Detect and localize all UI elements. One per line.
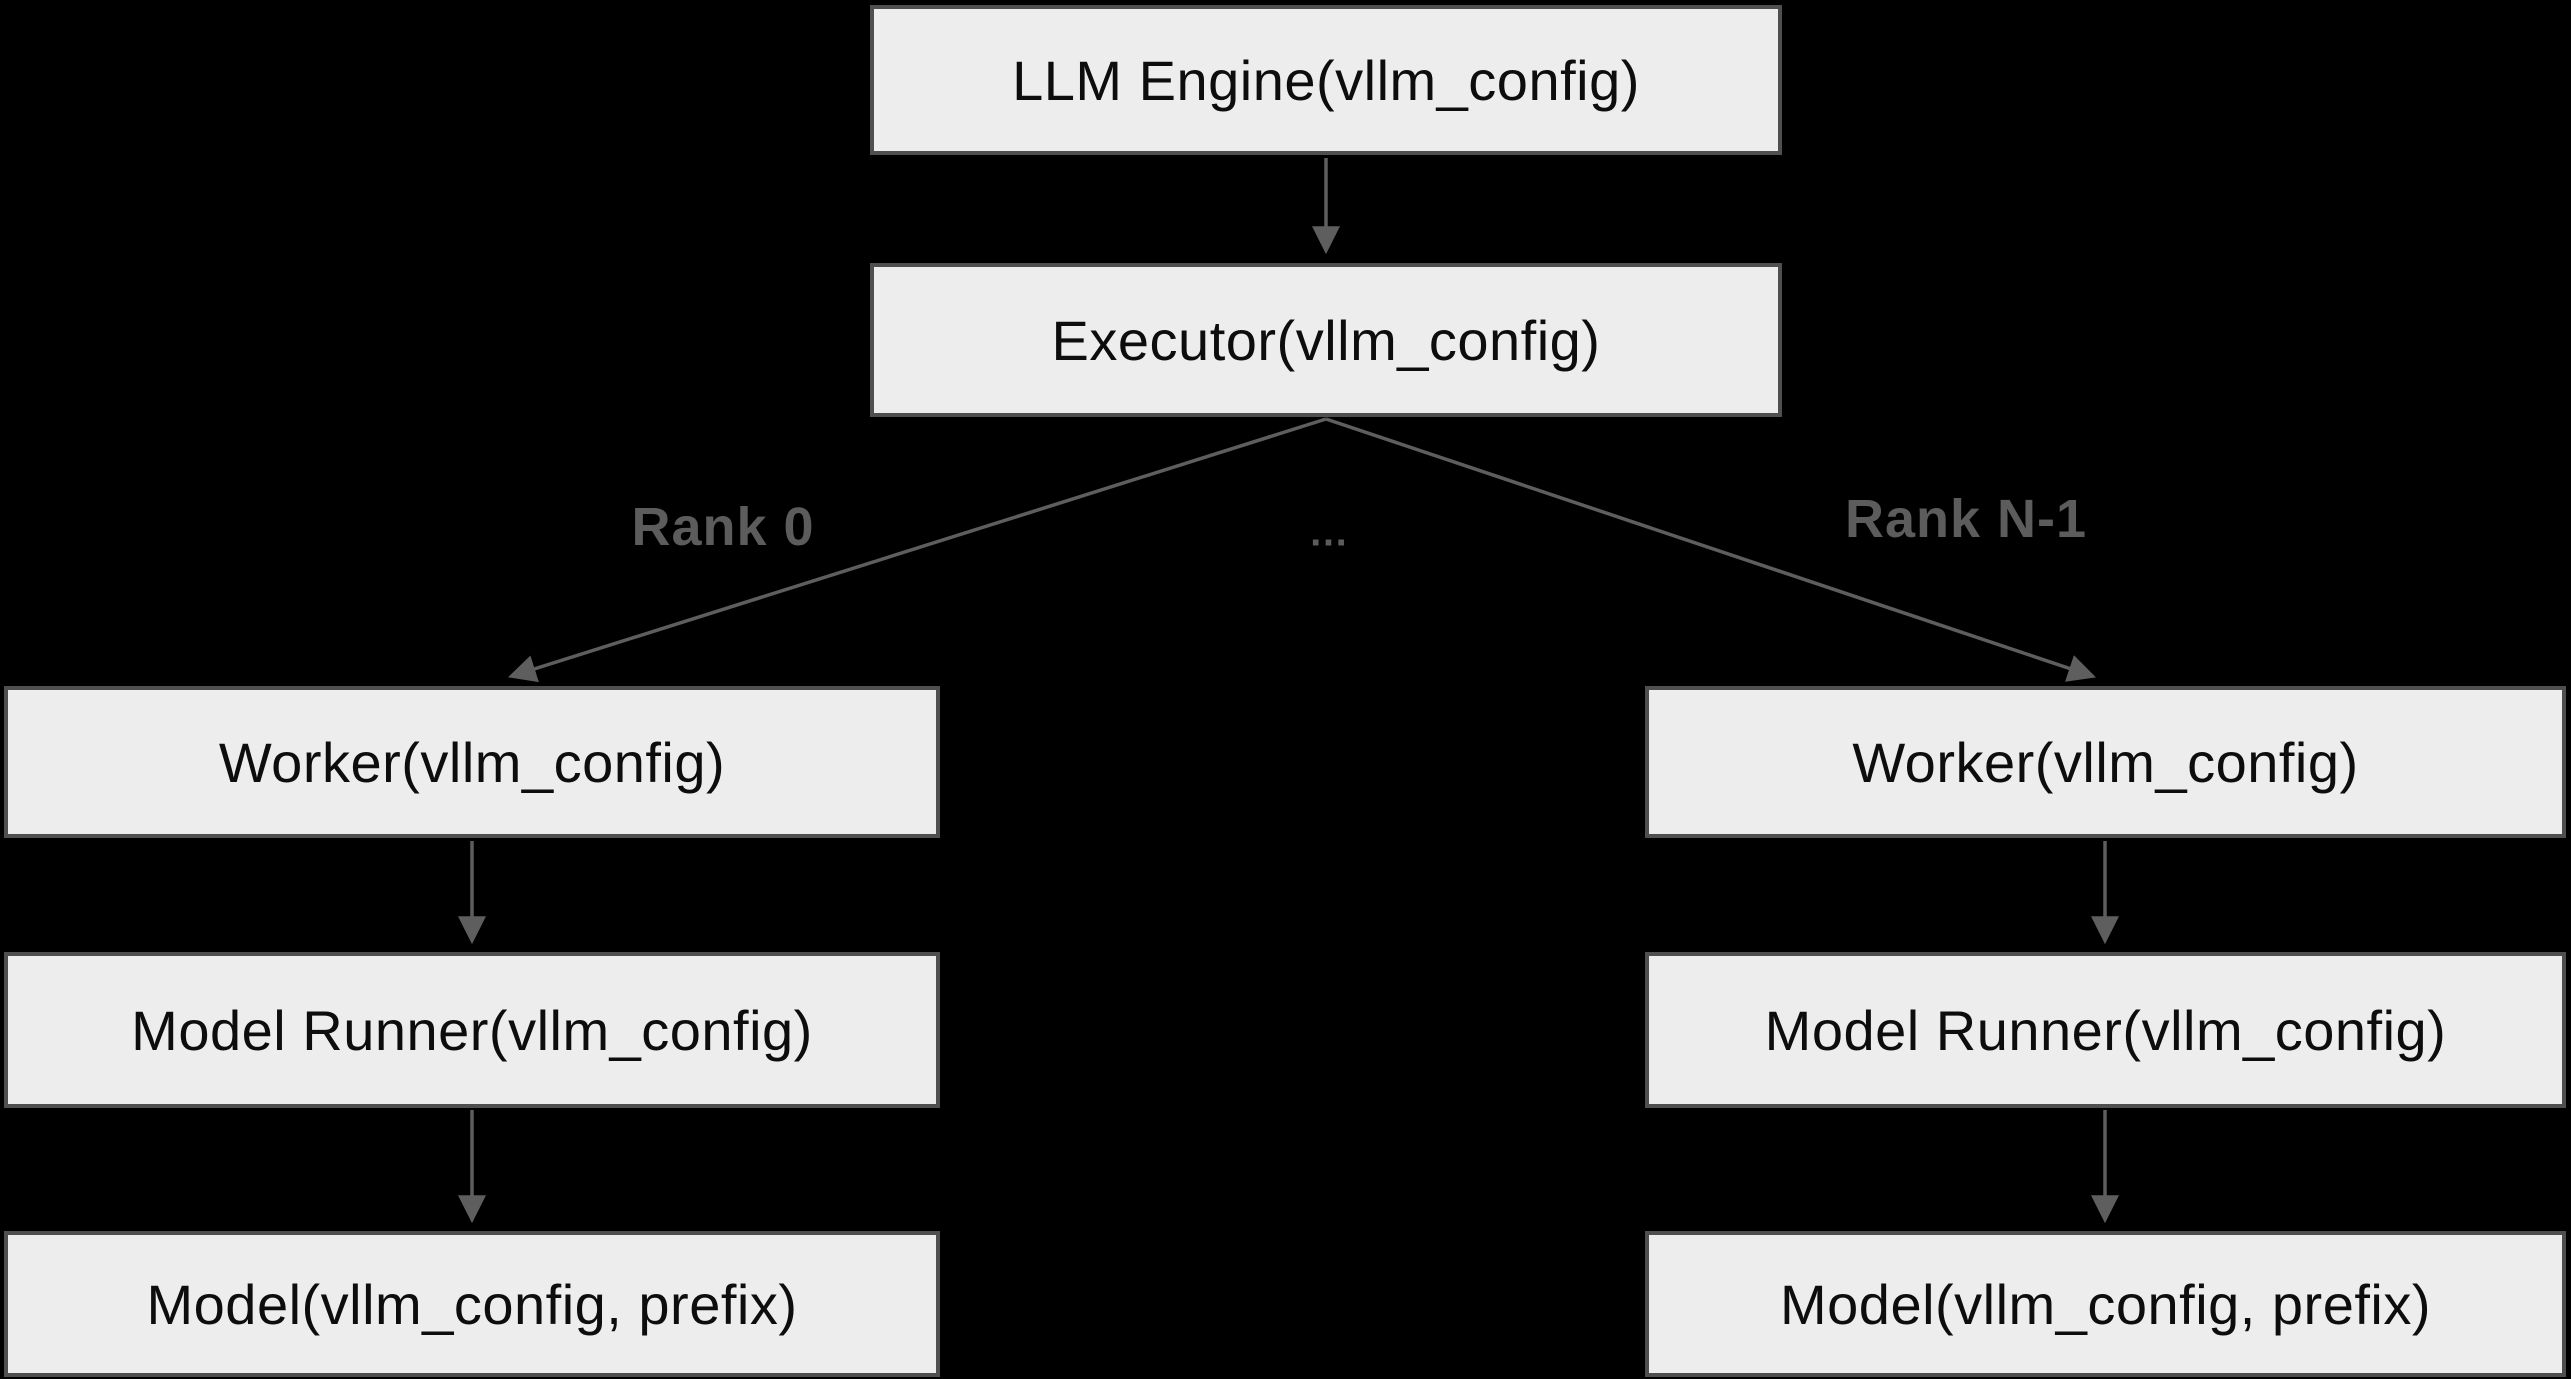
node-model-runner-rank-n-1-label: Model Runner(vllm_config) (1764, 998, 2447, 1062)
edge-label-ellipsis: … (1308, 510, 1352, 555)
node-model-runner-rank0: Model Runner(vllm_config) (4, 952, 940, 1108)
node-model-rank-n-1-label: Model(vllm_config, prefix) (1780, 1272, 2431, 1336)
edge-label-rank-n-1: Rank N-1 (1844, 489, 2088, 549)
node-model-runner-rank-n-1: Model Runner(vllm_config) (1645, 952, 2566, 1108)
node-worker-rank0: Worker(vllm_config) (4, 686, 940, 838)
edge-executor-to-worker-right (1325, 417, 2096, 682)
node-llm-engine-label: LLM Engine(vllm_config) (1012, 48, 1640, 112)
node-model-rank0: Model(vllm_config, prefix) (4, 1231, 940, 1377)
node-executor-label: Executor(vllm_config) (1051, 308, 1601, 372)
edge-label-rank-0: Rank 0 (631, 497, 815, 557)
node-worker-rank0-label: Worker(vllm_config) (218, 730, 726, 794)
node-model-runner-rank0-label: Model Runner(vllm_config) (131, 998, 813, 1062)
node-model-rank0-label: Model(vllm_config, prefix) (146, 1272, 798, 1336)
edge-executor-to-worker-left (507, 417, 1327, 683)
node-llm-engine: LLM Engine(vllm_config) (870, 5, 1782, 155)
node-model-rank-n-1: Model(vllm_config, prefix) (1645, 1231, 2566, 1377)
node-worker-rank-n-1-label: Worker(vllm_config) (1852, 730, 2359, 794)
node-executor: Executor(vllm_config) (870, 263, 1782, 417)
node-worker-rank-n-1: Worker(vllm_config) (1645, 686, 2566, 838)
